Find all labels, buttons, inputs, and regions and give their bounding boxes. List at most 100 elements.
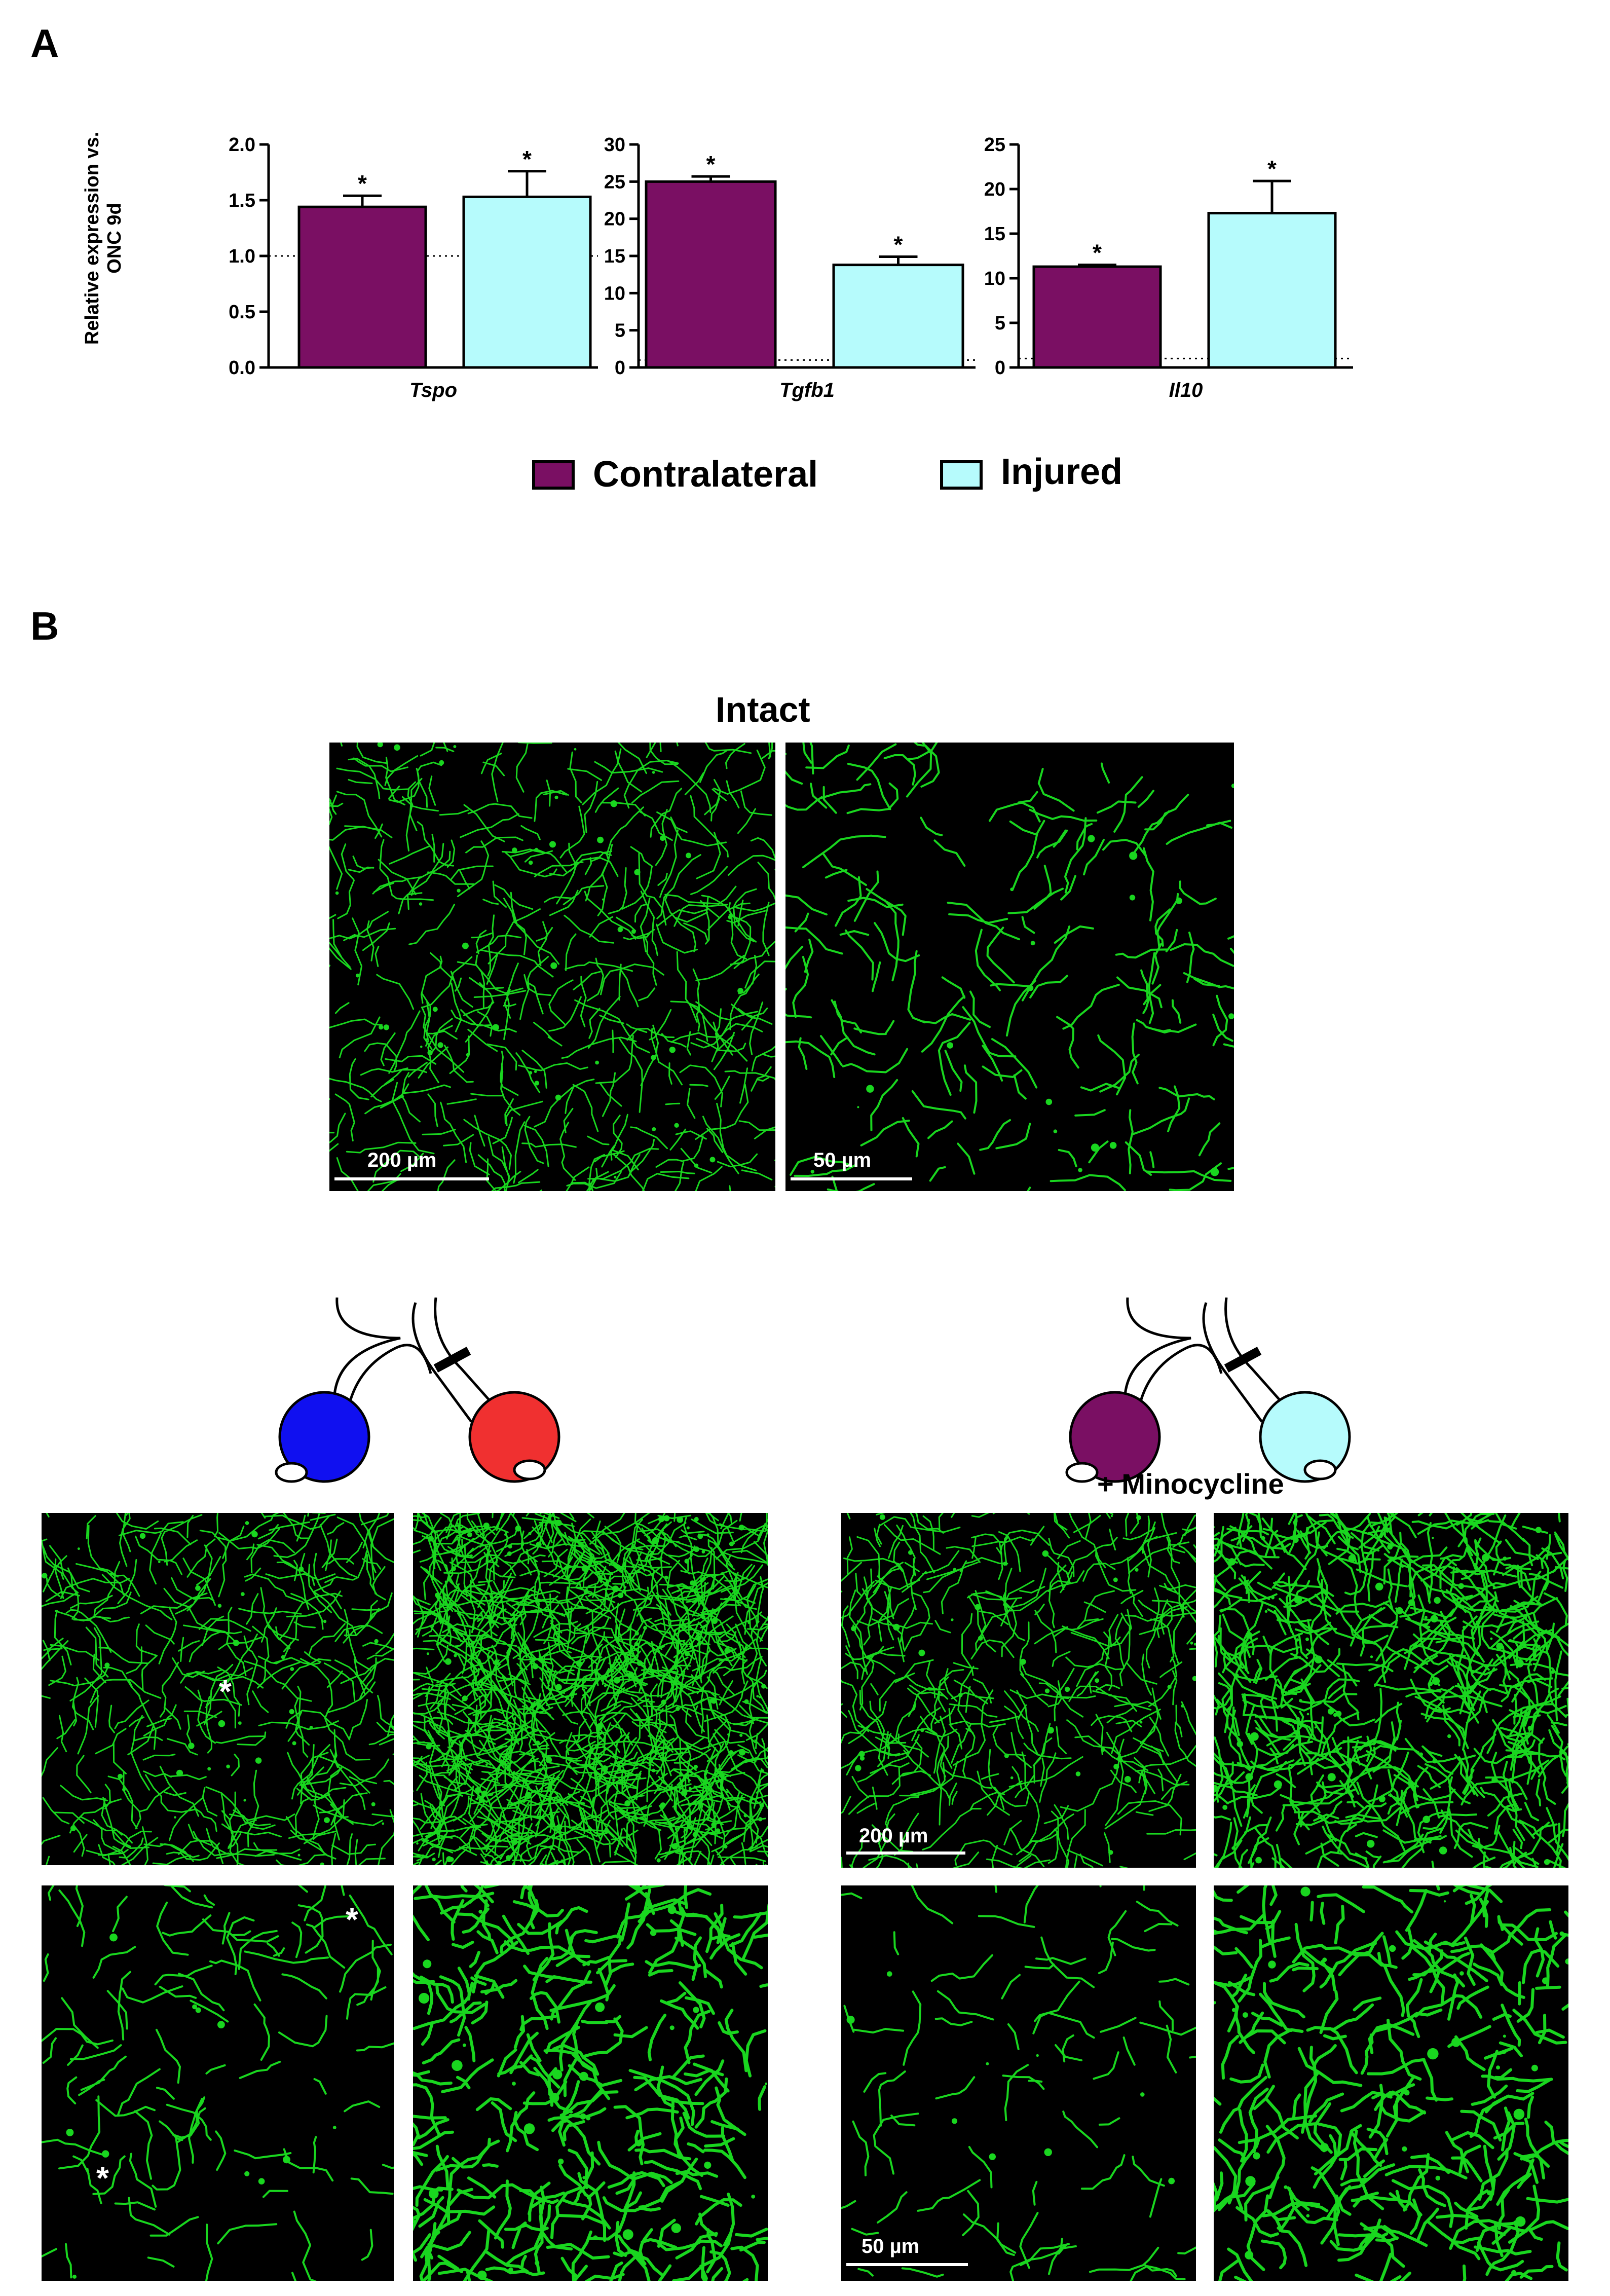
microglia-soma (1430, 1615, 1438, 1623)
micrograph-contralateral-high-mag: * * (42, 1885, 394, 2281)
microglia-soma (1044, 1688, 1050, 1693)
microglia-soma (176, 1769, 183, 1776)
microglia-soma (596, 1723, 603, 1730)
microglia-soma (1095, 1678, 1100, 1683)
microglia-soma (511, 1802, 515, 1806)
micrograph-minocycline-injured-low-mag (1214, 1513, 1568, 1868)
microglia-soma (432, 1007, 438, 1012)
microglia-soma (1268, 1960, 1276, 1969)
microglia-soma (419, 1992, 430, 2004)
microglia-soma (1245, 2176, 1256, 2187)
microglia-soma (504, 1533, 507, 1536)
microglia-soma (975, 1604, 981, 1610)
microglia-soma (545, 1757, 552, 1763)
microglia-soma (355, 973, 360, 978)
microglia-soma (660, 835, 665, 841)
microglia-soma (1535, 1527, 1542, 1533)
microglia-soma (676, 1707, 680, 1711)
microglia-soma (497, 1861, 502, 1865)
microglia-soma (1237, 1740, 1243, 1748)
microglia-soma (423, 1959, 432, 1969)
microglia-soma (323, 1619, 327, 1623)
microglia-texture (785, 743, 1234, 1191)
microglia-soma (580, 2113, 586, 2120)
microglia-soma (704, 2161, 712, 2169)
microglia-soma (738, 1525, 744, 1531)
crush-marker (1224, 1347, 1262, 1373)
microglia-soma (576, 1661, 582, 1667)
microglia-soma (651, 1055, 656, 1060)
microglia-soma (429, 2189, 439, 2199)
y-tick-label: 1.0 (229, 246, 255, 267)
microglia-soma (652, 1127, 656, 1131)
microglia-soma (729, 1541, 734, 1546)
microglia-soma (554, 795, 558, 799)
microglia-soma (1513, 1637, 1515, 1640)
y-tick-label: 0 (995, 357, 1005, 379)
microglia-soma (602, 898, 605, 901)
microglia-soma (251, 1531, 258, 1538)
microglia-soma (684, 1559, 690, 1564)
microglia-soma (1439, 1846, 1447, 1855)
microglia-soma (751, 2195, 756, 2199)
microglia-soma (1231, 784, 1234, 788)
microglia-soma (693, 2007, 699, 2013)
microglia-soma (382, 1822, 385, 1825)
microglia-soma (1481, 1553, 1489, 1562)
microglia-soma (701, 1615, 706, 1620)
microglia-soma (1113, 1577, 1118, 1582)
microglia-texture (1214, 1885, 1568, 2281)
microglia-soma (986, 2062, 989, 2065)
microglia-soma (597, 836, 604, 843)
microglia-soma (1322, 1957, 1327, 1962)
microglia-soma (719, 1772, 725, 1778)
microglia-texture (42, 1885, 394, 2281)
microglia-soma (1250, 1732, 1259, 1741)
microglia-soma (383, 1024, 389, 1030)
microglia-soma (428, 1536, 434, 1542)
microglia-soma (694, 1764, 698, 1769)
microglia-soma (426, 1652, 429, 1655)
microglia-soma (466, 1053, 470, 1057)
optic-nerve-crush-schematic-right (1065, 1298, 1351, 1483)
panel-label-a: A (30, 21, 59, 65)
microglia-soma (1235, 1674, 1239, 1678)
microglia-soma (379, 1025, 384, 1030)
microglia-soma (1036, 2054, 1039, 2057)
microglia-soma (535, 2261, 540, 2266)
microglia-soma (633, 1885, 640, 1890)
microglia-soma (1228, 1558, 1235, 1566)
microglia-soma (1139, 1721, 1143, 1724)
microglia-processes (42, 1885, 394, 2281)
microglia-soma (920, 1728, 924, 1732)
microglia-soma (739, 1749, 746, 1756)
microglia-soma (1428, 1681, 1433, 1686)
microglia-soma (298, 1566, 304, 1572)
microglia-soma (747, 1621, 751, 1624)
y-tick-label: 20 (984, 179, 1005, 200)
microglia-soma (552, 2069, 563, 2080)
microglia-soma (1175, 897, 1182, 904)
microglia-soma (195, 2007, 201, 2013)
microglia-soma (374, 1639, 379, 1644)
microglia-soma (989, 2153, 996, 2160)
y-tick-label: 0.0 (229, 357, 255, 379)
left-eye-blue (278, 1391, 370, 1483)
bar-injured (1207, 212, 1337, 369)
microglia-processes (1214, 1513, 1568, 1868)
microglia-soma (675, 1641, 678, 1645)
microglia-soma (192, 2004, 197, 2010)
microglia-soma (701, 1550, 705, 1554)
microglia-soma (1129, 851, 1138, 860)
microglia-soma (1527, 1726, 1532, 1731)
microglia-soma (467, 1532, 472, 1537)
bar-injured (462, 195, 592, 369)
microglia-soma (951, 2118, 958, 2124)
microglia-soma (532, 1663, 539, 1670)
microglia-soma (1415, 1804, 1420, 1808)
microglia-soma (289, 1709, 294, 1715)
microglia-soma (664, 1575, 668, 1580)
microglia-soma (1031, 1538, 1035, 1542)
microglia-soma (104, 1662, 110, 1668)
microglia-soma (604, 1684, 607, 1687)
